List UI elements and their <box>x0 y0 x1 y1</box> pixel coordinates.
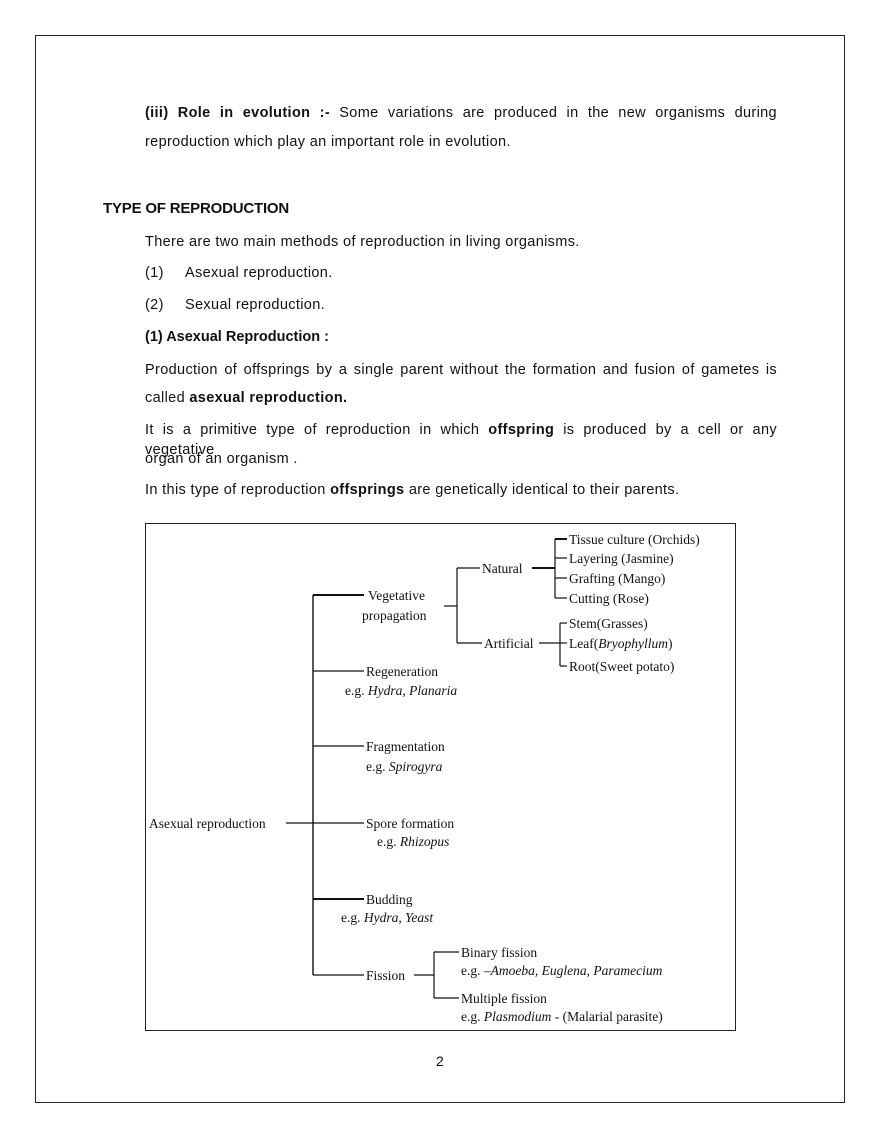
method-number: (1) <box>145 265 164 281</box>
page-border <box>35 35 845 1103</box>
examples-suffix: - (Malarial parasite) <box>551 1009 662 1024</box>
examples-italic: Plasmodium <box>483 1009 552 1024</box>
primitive-term: offspring <box>488 422 555 438</box>
method-number: (2) <box>145 297 164 313</box>
definition-line2: called asexual reproduction. <box>145 388 347 408</box>
artificial-label: Artificial <box>484 636 534 651</box>
artificial-item-leaf: Leaf(Bryophyllum) <box>569 636 672 651</box>
artificial-item-stem: Stem(Grasses) <box>569 616 648 631</box>
examples-italic: Rhizopus <box>399 834 450 849</box>
eg-prefix: e.g. <box>345 683 368 698</box>
primitive-line1: It is a primitive type of reproduction i… <box>145 420 777 460</box>
natural-label: Natural <box>482 561 523 576</box>
natural-item-4: Cutting (Rose) <box>569 591 649 606</box>
method-item-1: (1) Asexual reproduction. <box>145 263 332 283</box>
fission-label: Fission <box>366 968 405 983</box>
budding-examples: e.g. Hydra, Yeast <box>341 910 434 925</box>
diagram-labels: Asexual reproduction Vegetative propagat… <box>149 532 700 1024</box>
binary-fission-label: Binary fission <box>461 945 537 960</box>
eg-prefix: e.g. <box>377 834 400 849</box>
spore-examples: e.g. Rhizopus <box>377 834 449 849</box>
identical-prefix: In this type of reproduction <box>145 482 331 498</box>
evolution-text: Some variations are produced in the new … <box>330 105 777 121</box>
identical-line: In this type of reproduction offsprings … <box>145 480 679 500</box>
asexual-heading: (1) Asexual Reproduction : <box>145 329 329 345</box>
eg-prefix: e.g. <box>341 910 364 925</box>
artificial-item-root: Root(Sweet potato) <box>569 659 674 674</box>
primitive-line2: organ of an organism . <box>145 451 298 467</box>
examples-italic: Spirogyra <box>389 759 443 774</box>
binary-fission-examples: e.g. –Amoeba, Euglena, Paramecium <box>461 963 663 978</box>
spore-label: Spore formation <box>366 816 454 831</box>
examples-italic: Amoeba, Euglena, Paramecium <box>490 963 663 978</box>
natural-item-2: Layering (Jasmine) <box>569 551 674 566</box>
multiple-fission-label: Multiple fission <box>461 991 547 1006</box>
vegetative-label-2: propagation <box>362 608 427 623</box>
definition-prefix: called <box>145 390 190 406</box>
evolution-paragraph-line1: (iii) Role in evolution :- Some variatio… <box>145 103 777 123</box>
examples-italic: Hydra, Planaria <box>367 683 457 698</box>
method-item-2: (2) Sexual reproduction. <box>145 295 325 315</box>
multiple-fission-examples: e.g. Plasmodium - (Malarial parasite) <box>461 1009 663 1024</box>
identical-suffix: are genetically identical to their paren… <box>404 482 680 498</box>
section-title: TYPE OF REPRODUCTION <box>103 200 290 217</box>
evolution-label: (iii) Role in evolution :- <box>145 105 330 121</box>
connector-lines <box>286 538 567 999</box>
eg-prefix: e.g. <box>366 759 389 774</box>
leaf-italic: Bryophyllum <box>598 636 668 651</box>
leaf-suffix: ) <box>668 636 673 651</box>
definition-term: asexual reproduction. <box>189 390 348 406</box>
intro-text: There are two main methods of reproducti… <box>145 234 580 250</box>
primitive-text-a: It is a primitive type of reproduction i… <box>145 422 489 438</box>
leaf-prefix: Leaf( <box>569 636 599 651</box>
page-number: 2 <box>436 1053 444 1069</box>
asexual-reproduction-diagram: Asexual reproduction Vegetative propagat… <box>145 523 736 1031</box>
method-label: Sexual reproduction. <box>185 297 325 313</box>
natural-item-3: Grafting (Mango) <box>569 571 665 586</box>
fragmentation-label: Fragmentation <box>366 739 445 754</box>
method-label: Asexual reproduction. <box>185 265 333 281</box>
regeneration-label: Regeneration <box>366 664 438 679</box>
regeneration-examples: e.g. Hydra, Planaria <box>345 683 457 698</box>
vegetative-label-1: Vegetative <box>368 588 425 603</box>
natural-item-1: Tissue culture (Orchids) <box>569 532 700 547</box>
examples-italic: Hydra, Yeast <box>363 910 435 925</box>
budding-label: Budding <box>366 892 413 907</box>
identical-term: offsprings <box>330 482 405 498</box>
fragmentation-examples: e.g. Spirogyra <box>366 759 443 774</box>
eg-prefix: e.g. – <box>461 963 491 978</box>
evolution-paragraph-line2: reproduction which play an important rol… <box>145 134 511 150</box>
definition-line1: Production of offsprings by a single par… <box>145 362 777 378</box>
primitive-text-b: is produced by a cell or any vegetative <box>145 422 777 458</box>
root-label: Asexual reproduction <box>149 816 266 831</box>
diagram-canvas: Asexual reproduction Vegetative propagat… <box>149 532 700 1024</box>
eg-prefix: e.g. <box>461 1009 484 1024</box>
